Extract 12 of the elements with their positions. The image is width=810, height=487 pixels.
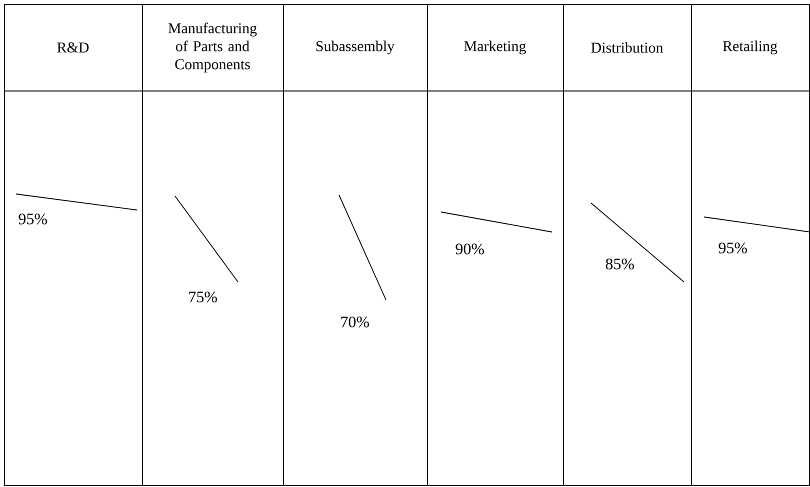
column-heading: Marketing (464, 40, 526, 54)
percentage-label: 90% (456, 244, 484, 254)
percentage-label: 75% (189, 292, 217, 302)
percentage-label: 95% (18, 214, 47, 224)
percentage-label: 85% (606, 258, 634, 270)
column-heading: Manufacturing of Parts and Components (168, 22, 257, 72)
column-heading: Subassembly (316, 40, 395, 54)
percentage-label: 95% (718, 242, 747, 254)
column-heading: Distribution (591, 42, 664, 53)
column-heading: Retailing (722, 40, 778, 54)
percentage-label: 70% (341, 316, 369, 328)
column-heading: R&D (57, 42, 89, 53)
